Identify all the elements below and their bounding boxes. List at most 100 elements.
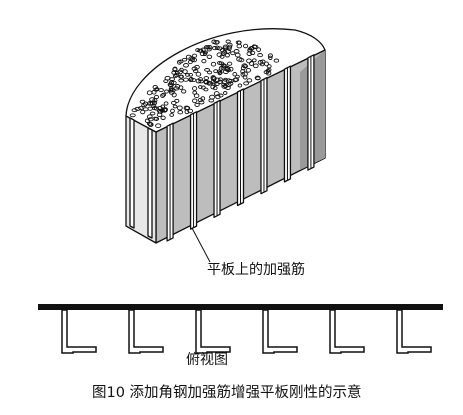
angle-section: [329, 309, 365, 354]
pellet: [178, 74, 184, 79]
pellet: [152, 98, 158, 103]
pellet: [169, 113, 175, 117]
pellet: [149, 111, 156, 116]
pellet: [217, 70, 223, 76]
pellet: [146, 114, 153, 120]
pellet: [198, 100, 205, 105]
pellet: [206, 54, 213, 59]
angle-stiffener: [128, 309, 164, 354]
pellet: [155, 123, 162, 129]
pellet: [174, 98, 180, 103]
pellet: [225, 39, 231, 44]
pellet: [256, 47, 262, 52]
pellet: [151, 100, 158, 106]
pellet: [195, 71, 202, 77]
angle-section: [396, 309, 432, 354]
pellet: [152, 116, 158, 121]
pellet: [172, 104, 178, 109]
pellet: [249, 50, 256, 56]
pellet: [214, 45, 220, 50]
pellet: [220, 51, 226, 57]
pellet: [213, 82, 220, 86]
angle-section: [262, 309, 298, 354]
pellet: [204, 68, 211, 72]
stiffeners-3d: [166, 54, 315, 242]
bin-3d-view: [125, 28, 326, 263]
angle-stiffener: [396, 309, 432, 354]
stiffener-3d: [166, 122, 174, 242]
angle-stiffener: [329, 309, 365, 354]
pellet: [139, 99, 146, 104]
pellet: [224, 67, 230, 72]
pellet: [183, 77, 189, 82]
pellet: [224, 53, 230, 58]
pellet: [149, 97, 156, 102]
stiffener-3d: [189, 111, 198, 230]
pellet: [163, 101, 169, 106]
pellet: [246, 78, 253, 83]
front-stiffeners: [129, 117, 153, 239]
pellet: [243, 81, 249, 86]
pellet: [200, 96, 206, 101]
pellet: [212, 46, 218, 51]
pellet: [237, 83, 243, 88]
pellet: [167, 82, 174, 87]
pellet: [182, 69, 188, 74]
pellet: [252, 63, 259, 69]
pellet: [160, 115, 166, 120]
pellet: [243, 43, 249, 49]
pellet: [217, 60, 223, 65]
pellet: [181, 89, 187, 94]
pellet: [177, 110, 184, 115]
pellet: [170, 108, 175, 114]
pellet: [198, 85, 203, 89]
pellet: [188, 56, 195, 61]
pellet: [168, 86, 174, 91]
pellet: [172, 74, 178, 79]
pellet: [193, 69, 199, 74]
pellet: [205, 45, 211, 50]
pellet-texture: [129, 39, 280, 129]
pellet: [176, 105, 183, 111]
stiffener-3d: [213, 99, 221, 218]
leader-line: [191, 227, 211, 263]
stiffener-3d: [307, 54, 315, 171]
pellet: [208, 98, 215, 103]
pellet: [255, 76, 261, 81]
pellet: [233, 49, 240, 54]
pellet: [162, 107, 168, 112]
figure-caption: 图10 添加角钢加强筋增强平板刚性的示意: [92, 385, 362, 401]
pellet: [259, 62, 265, 67]
pellet: [157, 110, 164, 114]
pellet: [221, 63, 227, 68]
pellet: [236, 56, 243, 62]
pellet: [191, 53, 198, 58]
pellet: [175, 84, 181, 89]
pellet: [207, 70, 213, 75]
bin-top-pile: [125, 28, 326, 133]
pellet: [141, 103, 147, 108]
pellet: [147, 122, 153, 127]
angle-section: [128, 309, 164, 354]
angle-stiffener: [195, 309, 231, 354]
pellet: [213, 40, 220, 45]
angle-stiffener: [262, 309, 298, 354]
pellet: [268, 55, 273, 60]
pellet: [190, 78, 197, 83]
pellet: [199, 51, 206, 57]
pellet: [242, 71, 248, 77]
angle-stiffener: [61, 309, 97, 354]
pellet: [129, 113, 136, 118]
pellet: [203, 80, 210, 84]
pellet: [164, 75, 171, 81]
pellet: [226, 82, 232, 88]
pellet: [201, 85, 206, 90]
pellet: [171, 70, 177, 75]
pellet: [210, 79, 216, 84]
pellet: [201, 58, 207, 64]
angle-section: [195, 309, 231, 354]
pellet: [171, 92, 177, 98]
pellet: [210, 76, 217, 81]
pellet: [251, 58, 257, 63]
